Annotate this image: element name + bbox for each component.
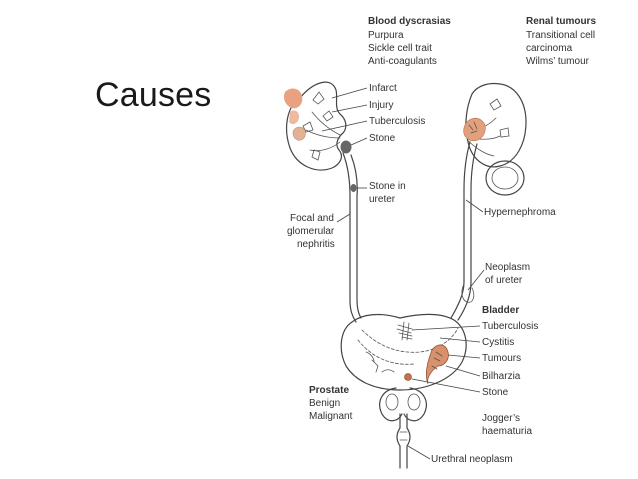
bladder-item: Bilharzia [482, 371, 521, 382]
renal-item: carcinoma [526, 43, 573, 54]
label-stone-in-ureter: Stone in ureter [369, 181, 406, 205]
bladder-stone [404, 373, 412, 381]
blood-dyscrasias-heading: Blood dyscrasias [368, 16, 451, 27]
jogger-line: Jogger’s [482, 413, 520, 424]
renal-tumours-heading: Renal tumours [526, 16, 596, 27]
label-neoplasm-ureter: Neoplasm of ureter [485, 262, 530, 286]
infarct-lesion [283, 88, 303, 109]
label-joggers-haematuria: Jogger’s haematuria [482, 413, 532, 437]
blood-item: Purpura [368, 30, 404, 41]
nephritis-line: Focal and [290, 213, 334, 224]
blood-item: Anti-coagulants [368, 56, 437, 67]
label-bladder: Bladder Tuberculosis Cystitis Tumours Bi… [482, 305, 538, 398]
renal-item: Transitional cell [526, 30, 595, 41]
kidney-cause: Tuberculosis [369, 116, 425, 127]
hypernephroma-mass [485, 160, 525, 196]
bladder-item: Tuberculosis [482, 321, 538, 332]
leader-lines [321, 87, 485, 460]
kidney-cause: Injury [369, 100, 393, 111]
stone-ureter-line: Stone in [369, 181, 406, 192]
blood-item: Sickle cell trait [368, 43, 432, 54]
label-kidney-causes: Infarct Injury Tuberculosis Stone [369, 83, 425, 144]
label-urethral-neoplasm: Urethral neoplasm [431, 454, 513, 465]
jogger-line: haematuria [482, 426, 532, 437]
left-kidney [283, 81, 352, 171]
ureters [342, 141, 478, 323]
stone-ureter-line: ureter [369, 194, 396, 205]
nephritis-line: glomerular [287, 226, 335, 237]
kidney-cause: Stone [369, 133, 396, 144]
label-nephritis: Focal and glomerular nephritis [287, 213, 335, 250]
label-hypernephroma: Hypernephroma [484, 207, 556, 218]
bladder [340, 313, 467, 391]
prostate-item: Benign [309, 398, 340, 409]
renal-item: Wilms’ tumour [526, 56, 590, 67]
label-prostate: Prostate Benign Malignant [309, 385, 353, 422]
kidney-cause: Infarct [369, 83, 397, 94]
prostate-heading: Prostate [309, 385, 349, 396]
bladder-item: Tumours [482, 353, 521, 364]
ureter-stone [350, 184, 357, 192]
kidney-stone [340, 140, 352, 154]
neoplasm-line: Neoplasm [485, 262, 530, 273]
bladder-heading: Bladder [482, 305, 519, 316]
bladder-item: Stone [482, 387, 509, 398]
renal-tumour-lesion [463, 117, 486, 142]
label-blood-dyscrasias: Blood dyscrasias Purpura Sickle cell tra… [368, 16, 451, 67]
ureter-neoplasm [461, 283, 475, 303]
neoplasm-line: of ureter [485, 275, 523, 286]
nephritis-line: nephritis [297, 239, 335, 250]
slide-title: Causes [95, 76, 212, 114]
tuberculosis-lesion [292, 126, 306, 141]
bladder-item: Cystitis [482, 337, 514, 348]
bladder-tumour [426, 344, 449, 385]
right-kidney [463, 82, 527, 196]
label-renal-tumours: Renal tumours Transitional cell carcinom… [526, 16, 596, 67]
prostate-and-urethra [379, 387, 427, 469]
bladder-tuberculosis [396, 321, 413, 341]
prostate-item: Malignant [309, 411, 353, 422]
